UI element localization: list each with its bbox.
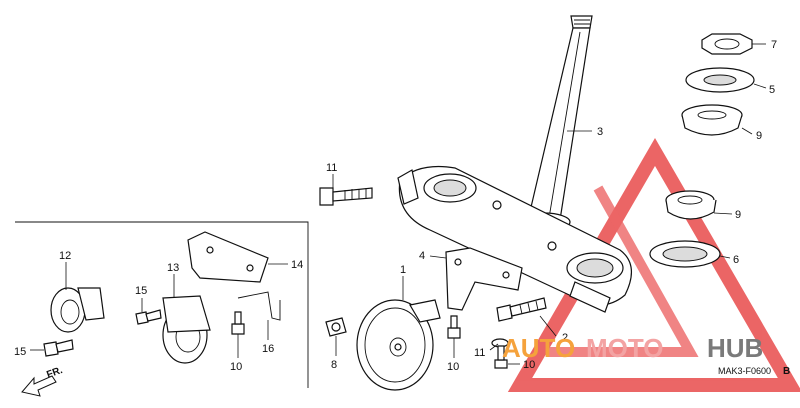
race-6: [649, 240, 721, 268]
bolt-11-upper: [319, 187, 373, 206]
bolt-10-center: [447, 315, 461, 339]
watermark-triangle-inner: [548, 185, 699, 357]
horn-main: [356, 299, 441, 391]
bearing-9-lower: [665, 190, 717, 220]
watermark-wordmark: AUTO MOTO HUB: [502, 333, 763, 363]
callout-15-upper: 15: [135, 285, 147, 297]
callout-8: 8: [331, 359, 337, 371]
leader-lines: [30, 43, 767, 365]
callout-10-center: 10: [447, 361, 459, 373]
callout-5: 5: [769, 84, 775, 96]
callout-4: 4: [419, 250, 425, 262]
bolt-10-inset: [231, 311, 245, 335]
bolt-15-lower: [43, 339, 74, 357]
front-direction-indicator: FR.: [21, 365, 64, 397]
bolt-10-right: [494, 345, 508, 369]
callout-9-upper: 9: [756, 130, 762, 142]
callout-12: 12: [59, 250, 71, 262]
watermark-moto: MOTO: [586, 333, 664, 363]
watermark-auto: AUTO: [502, 333, 575, 363]
callout-3: 3: [597, 126, 603, 138]
front-arrow-label: FR.: [45, 365, 64, 381]
callout-16: 16: [262, 343, 274, 355]
callout-7: 7: [771, 39, 777, 51]
bottom-bridge: [397, 165, 632, 313]
callout-10-inset: 10: [230, 361, 242, 373]
horn-13: [162, 295, 211, 364]
callout-labels: 7 5 9 3 9 6 11 4 1 2 11 8 10 10 12 13 14…: [14, 39, 777, 373]
callout-2: 2: [562, 332, 568, 344]
washer-5: [685, 67, 755, 93]
callout-14: 14: [291, 259, 303, 271]
steering-stem: [517, 15, 593, 232]
lock-nut-7: [701, 33, 753, 55]
callout-9-lower: 9: [735, 209, 741, 221]
callout-15-lower: 15: [14, 346, 26, 358]
callout-6: 6: [733, 254, 739, 266]
inset-frame: [15, 221, 309, 388]
callout-11-right: 11: [474, 347, 485, 359]
drawing-revision: B: [783, 366, 790, 377]
front-arrow-icon: [21, 375, 57, 397]
horn-12: [50, 287, 105, 333]
bolt-2: [496, 297, 547, 322]
bolt-15-upper: [135, 309, 162, 325]
wire-16: [237, 291, 281, 321]
horn-bracket: [445, 247, 523, 311]
bracket-14: [187, 231, 269, 283]
drawing-code: MAK3-F0600: [718, 366, 771, 376]
callout-10-right: 10: [523, 359, 535, 371]
callout-1: 1: [400, 264, 406, 276]
watermark-hub: HUB: [707, 333, 763, 363]
callout-13: 13: [167, 262, 179, 274]
nut-8: [325, 317, 347, 337]
callout-11-upper: 11: [326, 162, 337, 174]
bearing-9-upper: [681, 104, 743, 136]
